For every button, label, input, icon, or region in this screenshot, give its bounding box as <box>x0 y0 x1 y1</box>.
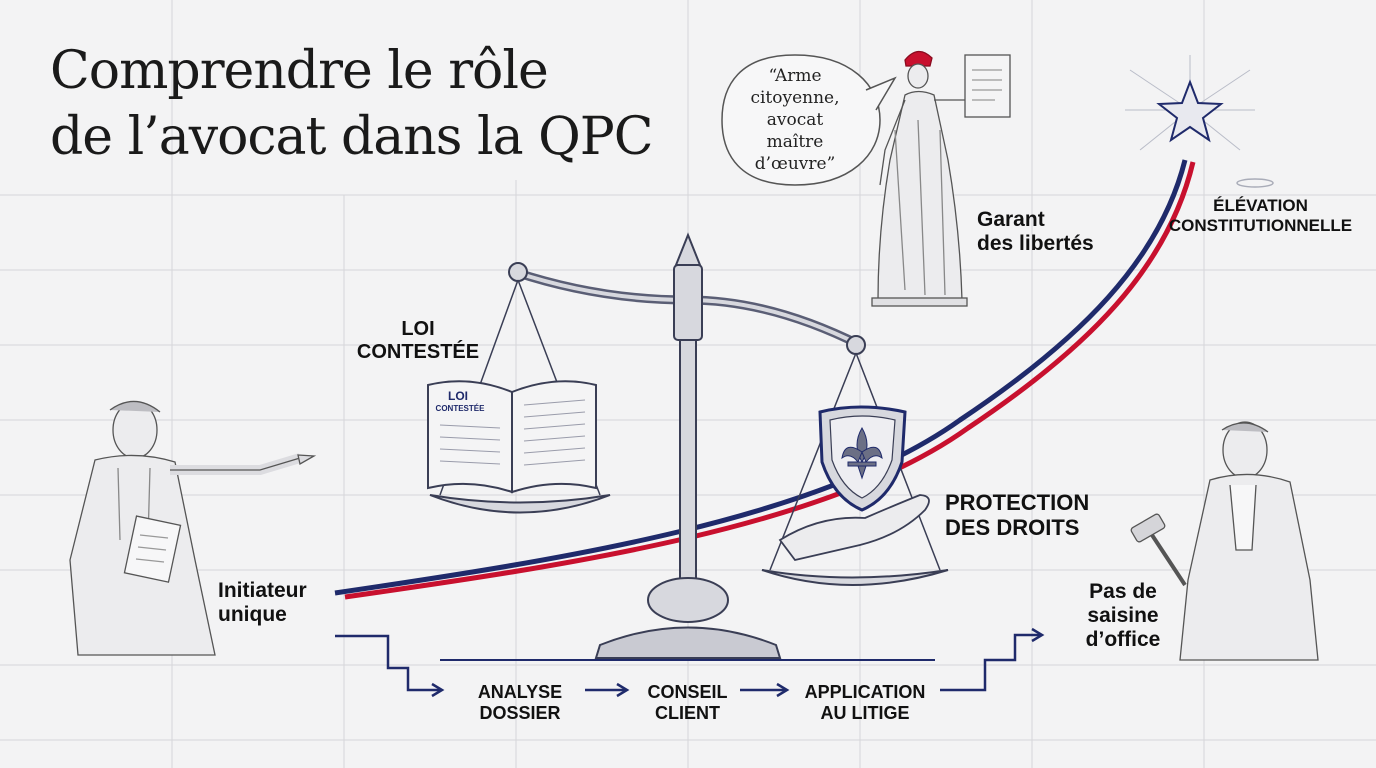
quote-line: d’œuvre” <box>754 154 836 174</box>
title-line-1: Comprendre le rôle <box>50 41 549 101</box>
label-line: PROTECTION <box>945 490 1090 515</box>
label-initiateur: Initiateur unique <box>218 579 307 627</box>
label-line: des libertés <box>977 232 1094 256</box>
scroll-icon <box>964 54 1011 118</box>
scale-of-justice <box>429 232 949 659</box>
step-line: DOSSIER <box>479 702 561 723</box>
label-line: Pas de <box>1089 580 1157 603</box>
speech-bubble <box>721 54 897 186</box>
label-loi-contestee: LOI CONTESTÉE <box>348 318 488 364</box>
label-line: ÉLÉVATION <box>1213 196 1308 215</box>
step-line: CONSEIL <box>647 682 728 702</box>
constitution-star <box>1125 55 1274 188</box>
label-line: saisine <box>1087 604 1159 628</box>
step-conseil-client: CONSEIL CLIENT <box>630 682 745 723</box>
process-arrows <box>335 627 1045 698</box>
label-protection: PROTECTION DES DROITS <box>945 490 1089 541</box>
book-subtitle: CONTESTÉE <box>436 404 486 413</box>
step-line: APPLICATION <box>804 682 926 702</box>
page-title: Comprendre le rôle de l’avocat dans la Q… <box>50 38 654 170</box>
label-line: Initiateur <box>218 579 307 602</box>
label-line: CONTESTÉE <box>356 341 480 363</box>
step-analyse-dossier: ANALYSE DOSSIER <box>455 682 585 723</box>
rising-curve <box>334 159 1196 600</box>
book-title: LOI <box>448 389 468 403</box>
quote-line: “Arme <box>768 66 822 86</box>
title-line-2: de l’avocat dans la QPC <box>50 107 654 167</box>
label-elevation: ÉLÉVATION CONSTITUTIONNELLE <box>1168 196 1353 235</box>
quote-text: “Arme citoyenne, avocat maître d’œuvre” <box>735 65 855 175</box>
quote-line: maître <box>766 132 824 152</box>
quote-line: avocat <box>766 110 824 130</box>
step-application-litige: APPLICATION AU LITIGE <box>790 682 940 723</box>
lawyer-initiator <box>69 400 317 656</box>
law-book-icon: LOI CONTESTÉE <box>427 380 597 494</box>
label-line: Garant <box>977 208 1045 231</box>
star-icon <box>1156 79 1224 143</box>
step-line: ANALYSE <box>477 682 563 702</box>
label-line: LOI <box>401 318 435 340</box>
quote-line: citoyenne, <box>750 88 840 108</box>
marianne-statue <box>871 50 1011 307</box>
label-line: unique <box>218 603 287 627</box>
label-line: DES DROITS <box>945 515 1080 541</box>
label-pas-saisine: Pas de saisine d’office <box>1068 580 1178 652</box>
label-line: CONSTITUTIONNELLE <box>1168 215 1353 235</box>
gavel-icon <box>1130 513 1187 587</box>
open-hand-icon <box>778 494 930 562</box>
judge-figure <box>1130 421 1319 661</box>
step-line: AU LITIGE <box>820 702 910 723</box>
step-line: CLIENT <box>655 702 720 723</box>
label-line: d’office <box>1085 628 1161 652</box>
fleur-de-lis-icon <box>841 427 883 480</box>
label-garant: Garant des libertés <box>977 208 1094 256</box>
